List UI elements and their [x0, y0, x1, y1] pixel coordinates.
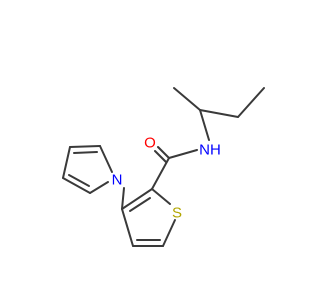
- atom-label-pyrrole-nitrogen: N: [112, 172, 123, 189]
- bond-pyrrole-c4-c5: [62, 177, 91, 194]
- atom-label-sulfur: S: [172, 205, 182, 222]
- bond-pyrrole-c5-n: [89, 181, 109, 194]
- molecule-structure: O NH N S: [62, 87, 265, 247]
- bond-pyrrole-c3-c4: [62, 146, 71, 179]
- bond-carbonyl-c2: [151, 157, 170, 190]
- bond-carbonyl-oxygen-2: [154, 150, 167, 163]
- bond-ch-nh: [199, 109, 210, 141]
- bond-ch2-ch: [199, 109, 239, 118]
- atom-layer: O NH N S: [112, 135, 221, 222]
- bond-ethyl-ch3-ch2: [237, 87, 265, 118]
- atom-label-nh: NH: [199, 142, 221, 159]
- bond-layer: [62, 87, 265, 247]
- bond-c3-c2: [121, 188, 153, 210]
- bond-nh-carbonyl: [168, 149, 198, 159]
- bond-c4-c3: [121, 208, 134, 247]
- bond-carbonyl-oxygen-1: [157, 146, 170, 159]
- atom-label-oxygen: O: [144, 135, 156, 152]
- bond-pyrrole-c2-c3: [69, 145, 101, 148]
- bond-c2-s: [151, 188, 171, 205]
- bond-n-pyrrole-c2: [99, 145, 113, 173]
- bond-c3-c2-inner: [129, 197, 151, 212]
- bond-c3-pyrrole-n: [121, 187, 125, 210]
- bond-ch-methyl: [173, 87, 201, 111]
- bond-pyrrole-c2-c3-inner: [73, 151, 98, 154]
- bond-pyrrole-c4-c5-inner: [68, 174, 90, 187]
- bond-s-c5: [162, 219, 176, 247]
